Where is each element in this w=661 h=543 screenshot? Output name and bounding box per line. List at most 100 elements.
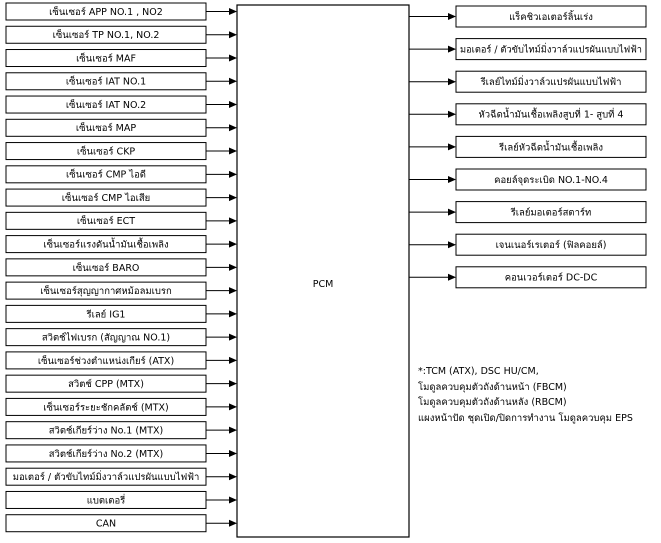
input-signal: เซ็นเซอร์สุญญากาศหม้อลมเบรก — [5, 281, 237, 300]
output-label: เจนเนอร์เรเตอร์ (ฟิลคอยล์) — [496, 239, 607, 251]
input-signal: สวิตช์ไฟเบรก (สัญญาณ NO.1) — [5, 328, 237, 347]
arrow-right-icon — [448, 176, 456, 183]
arrow-right-icon — [229, 194, 237, 202]
note-line: โมดูลควบคุมตัวถังด้านหลัง (RBCM) — [418, 397, 567, 409]
output-box — [455, 70, 647, 93]
output-box — [455, 168, 647, 191]
input-signal: เซ็นเซอร์ APP NO.1 , NO2 — [5, 2, 237, 21]
input-label: เซ็นเซอร์แรงดันน้ำมันเชื้อเพลิง — [43, 238, 168, 251]
output-box — [455, 233, 647, 256]
arrow-right-icon — [448, 241, 456, 249]
arrow-right-icon — [229, 170, 237, 178]
arrow-right-icon — [229, 263, 237, 271]
arrow-right-icon — [448, 143, 456, 151]
note-line: *:TCM (ATX), DSC HU/CM, — [418, 366, 539, 377]
arrow-right-icon — [448, 13, 456, 20]
input-signals: เซ็นเซอร์ APP NO.1 , NO2 เซ็นเซอร์ TP NO.… — [5, 2, 237, 533]
output-box — [455, 135, 647, 158]
arrow-right-icon — [229, 519, 237, 527]
input-label: CAN — [96, 519, 116, 530]
input-label: เซ็นเซอร์ APP NO.1 , NO2 — [49, 5, 163, 18]
input-signal: แบตเตอรี่ — [5, 490, 237, 509]
input-signal: เซ็นเซอร์ช่วงตำแหน่งเกียร์ (ATX) — [5, 351, 237, 370]
arrow-right-icon — [229, 380, 237, 388]
arrow-right-icon — [448, 110, 456, 118]
arrow-right-icon — [229, 403, 237, 411]
arrow-right-icon — [229, 8, 237, 15]
input-label: สวิตช์เกียร์ว่าง No.2 (MTX) — [49, 448, 164, 460]
input-signal: เซ็นเซอร์ CMP ไอเสีย — [5, 188, 237, 207]
input-label: เซ็นเซอร์ MAP — [76, 121, 136, 134]
input-signal: เซ็นเซอร์ MAF — [5, 49, 237, 68]
arrow-right-icon — [229, 147, 237, 155]
pcm-label: PCM — [313, 279, 334, 290]
input-signal: เซ็นเซอร์ IAT NO.1 — [5, 72, 237, 91]
input-label: สวิตช์เกียร์ว่าง No.1 (MTX) — [49, 425, 164, 437]
input-signal: เซ็นเซอร์ IAT NO.2 — [5, 95, 237, 114]
output-label: รีเลย์หัวฉีดน้ำมันเชื้อเพลิง — [498, 140, 603, 153]
output-box — [455, 201, 647, 224]
input-signal: CAN — [5, 514, 237, 533]
arrow-right-icon — [448, 208, 456, 216]
arrow-right-icon — [448, 78, 456, 86]
input-signal: เซ็นเซอร์ระยะชักคลัตช์ (MTX) — [5, 397, 237, 416]
output-label: คอยล์จุดระเบิด NO.1-NO.4 — [494, 174, 608, 186]
input-signal: สวิตช์ CPP (MTX) — [5, 374, 237, 393]
input-label: มอเตอร์ / ตัวขับไทม์มิ่งวาล์วแปรผันแบบไฟ… — [13, 470, 200, 483]
output-label: มอเตอร์ / ตัวขับไทม์มิ่งวาล์วแปรผันแบบไฟ… — [460, 43, 642, 56]
input-signal: เซ็นเซอร์ CKP — [5, 142, 237, 161]
arrow-right-icon — [229, 287, 237, 295]
input-label: เซ็นเซอร์ MAF — [76, 51, 136, 64]
input-label: เซ็นเซอร์สุญญากาศหม้อลมเบรก — [40, 284, 172, 297]
output-label: แร็คชิวเอเตอร์ลิ้นเร่ง — [509, 10, 593, 23]
input-label: สวิตช์ไฟเบรก (สัญญาณ NO.1) — [42, 332, 170, 344]
input-label: เซ็นเซอร์ IAT NO.2 — [66, 98, 146, 111]
output-signal: คอนเวอร์เตอร์ DC-DC — [409, 266, 647, 289]
output-signal: รีเลย์หัวฉีดน้ำมันเชื้อเพลิง — [409, 135, 647, 158]
arrow-right-icon — [229, 310, 237, 318]
input-signal: เซ็นเซอร์ TP NO.1, NO.2 — [5, 25, 237, 44]
output-label: รีเลย์มอเตอร์สตาร์ท — [510, 207, 592, 219]
input-label: เซ็นเซอร์ TP NO.1, NO.2 — [53, 28, 160, 41]
output-signal: เจนเนอร์เรเตอร์ (ฟิลคอยล์) — [409, 233, 647, 256]
output-signal: แร็คชิวเอเตอร์ลิ้นเร่ง — [409, 5, 647, 28]
note-line: แผงหน้าปัด ชุดเปิด/ปิดการทำงาน โมดูลควบค… — [418, 413, 633, 425]
arrow-right-icon — [229, 333, 237, 341]
input-signal: มอเตอร์ / ตัวขับไทม์มิ่งวาล์วแปรผันแบบไฟ… — [5, 467, 237, 486]
arrow-right-icon — [229, 473, 237, 481]
input-label: เซ็นเซอร์ CMP ไอดี — [66, 168, 146, 181]
arrow-right-icon — [229, 31, 237, 39]
input-label: เซ็นเซอร์ CMP ไอเสีย — [62, 191, 150, 204]
input-signal: เซ็นเซอร์แรงดันน้ำมันเชื้อเพลิง — [5, 235, 237, 254]
input-label: เซ็นเซอร์ ECT — [77, 214, 135, 227]
arrow-right-icon — [448, 45, 456, 53]
input-signal: สวิตช์เกียร์ว่าง No.1 (MTX) — [5, 421, 237, 440]
output-box — [455, 266, 647, 289]
network-note: *:TCM (ATX), DSC HU/CM, โมดูลควบคุมตัวถั… — [418, 364, 658, 427]
output-signal: คอยล์จุดระเบิด NO.1-NO.4 — [409, 168, 647, 191]
input-label: เซ็นเซอร์ช่วงตำแหน่งเกียร์ (ATX) — [38, 354, 174, 367]
note-line: โมดูลควบคุมตัวถังด้านหน้า (FBCM) — [418, 381, 567, 393]
arrow-right-icon — [229, 101, 237, 109]
output-signal: รีเลย์ไทม์มิ่งวาล์วแปรผันแบบไฟฟ้า — [409, 70, 647, 93]
output-box — [455, 38, 647, 61]
output-signal: หัวฉีดน้ำมันเชื้อเพลิงสูบที่ 1- สูบที่ 4 — [409, 103, 647, 126]
arrow-right-icon — [229, 449, 237, 457]
arrow-right-icon — [448, 273, 456, 281]
arrow-right-icon — [229, 496, 237, 504]
input-signal: สวิตช์เกียร์ว่าง No.2 (MTX) — [5, 444, 237, 463]
arrow-right-icon — [229, 217, 237, 225]
output-label: รีเลย์ไทม์มิ่งวาล์วแปรผันแบบไฟฟ้า — [480, 75, 622, 88]
arrow-right-icon — [229, 54, 237, 62]
arrow-right-icon — [229, 426, 237, 434]
input-label: แบตเตอรี่ — [87, 493, 126, 506]
output-label: หัวฉีดน้ำมันเชื้อเพลิงสูบที่ 1- สูบที่ 4 — [479, 108, 624, 121]
arrow-right-icon — [229, 356, 237, 364]
input-label: สวิตช์ CPP (MTX) — [68, 378, 144, 390]
pcm-block — [236, 4, 410, 538]
input-signal: เซ็นเซอร์ MAP — [5, 118, 237, 137]
arrow-right-icon — [229, 77, 237, 85]
input-label: เซ็นเซอร์ CKP — [77, 144, 136, 157]
